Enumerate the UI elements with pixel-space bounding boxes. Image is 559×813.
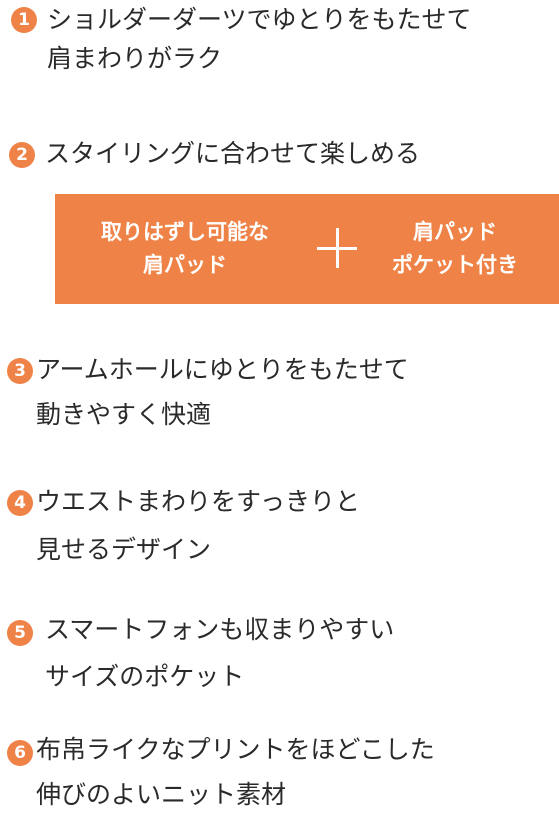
feature-number-badge: 5 [7,620,33,646]
feature-text-line: 動きやすく快適 [36,400,212,429]
feature-text-line: サイズのポケット [45,662,245,691]
feature-text-line: スタイリングに合わせて楽しめる [45,139,421,168]
banner-right-line: 肩パッド [413,220,497,244]
feature-text-line: スマートフォンも収まりやすい [45,615,395,644]
feature-number-badge: 3 [7,358,33,384]
feature-number-badge: 2 [9,142,35,168]
plus-icon [317,228,357,268]
banner-left-line: 取りはずし可能な [101,220,269,244]
feature-number-badge: 4 [7,490,33,516]
feature-number-badge: 1 [11,7,37,33]
feature-text-line: 伸びのよいニット素材 [36,780,287,809]
feature-text-line: アームホールにゆとりをもたせて [36,355,409,384]
feature-text-line: 肩まわりがラク [47,44,223,73]
feature-text-line: 布帛ライクなプリントをほどこした [36,735,435,764]
feature-text-line: ウエストまわりをすっきりと [36,487,361,516]
feature-text-line: 見せるデザイン [36,535,212,564]
feature-number-badge: 6 [7,740,33,766]
banner-right-line: ポケット付き [392,253,518,277]
detachable-pad-banner: 取りはずし可能な 肩パッド 肩パッド ポケット付き [55,194,559,304]
feature-text-line: ショルダーダーツでゆとりをもたせて [47,5,472,34]
banner-right-text: 肩パッド ポケット付き [373,216,537,282]
banner-left-text: 取りはずし可能な 肩パッド [75,216,295,282]
banner-left-line: 肩パッド [143,253,227,277]
